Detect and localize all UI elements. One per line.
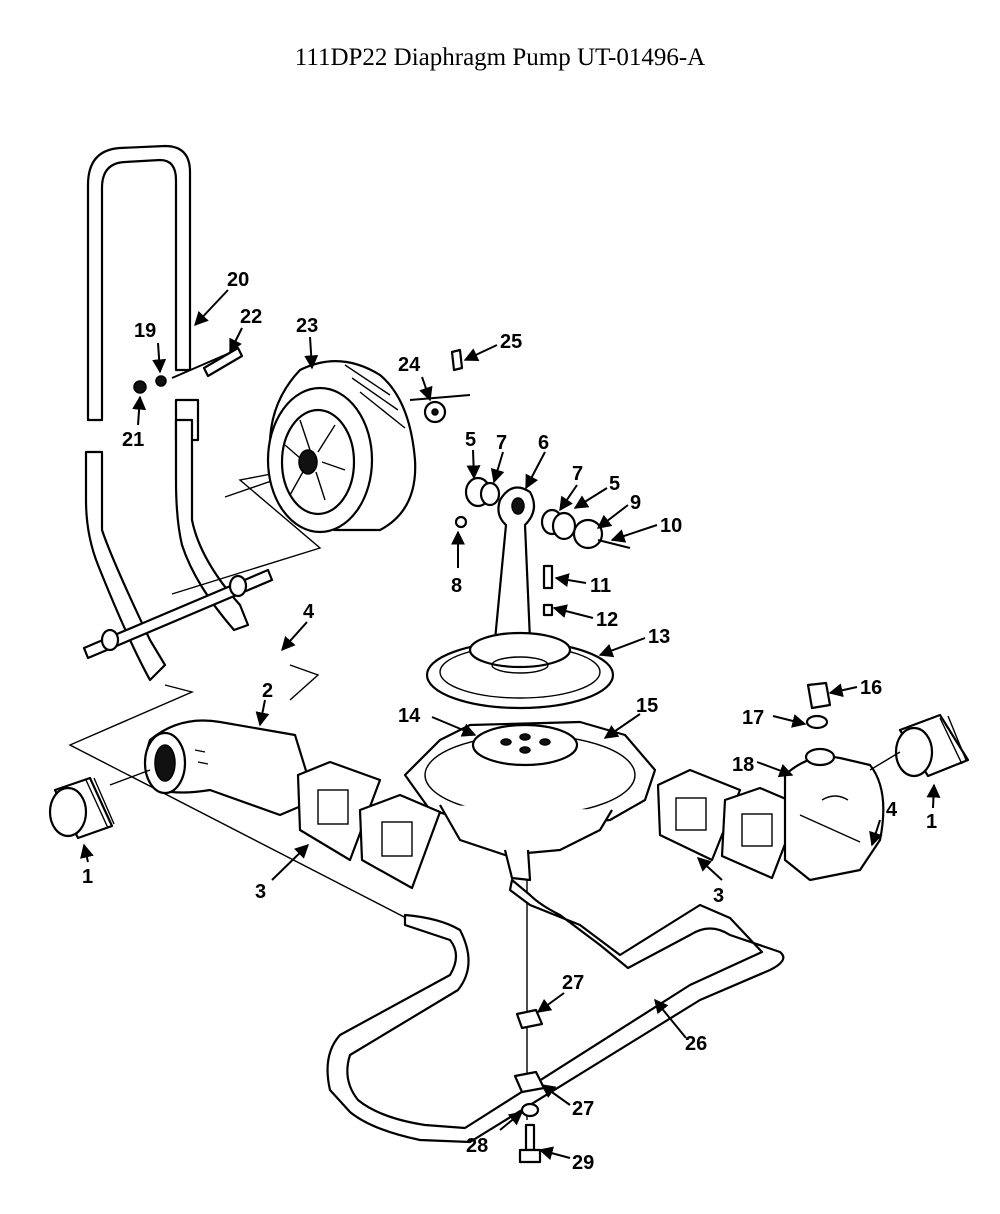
callout-21: 21 bbox=[122, 429, 144, 451]
callout-7: 7 bbox=[496, 432, 507, 454]
callout-15: 15 bbox=[636, 695, 658, 717]
diaphragm bbox=[425, 631, 615, 710]
base-frame bbox=[326, 878, 785, 1144]
callout-5: 5 bbox=[609, 473, 620, 495]
callout-14: 14 bbox=[398, 705, 421, 727]
left-flanges bbox=[296, 760, 442, 890]
right-flanges bbox=[656, 768, 802, 880]
callout-11: 11 bbox=[590, 575, 611, 597]
callout-4: 4 bbox=[886, 799, 898, 821]
callout-13: 13 bbox=[648, 626, 670, 648]
callout-leaders bbox=[80, 289, 941, 1161]
hardware-small bbox=[133, 346, 244, 394]
wheel bbox=[266, 348, 471, 534]
callout-8: 8 bbox=[451, 575, 462, 597]
callout-19: 19 bbox=[134, 320, 156, 342]
callout-18: 18 bbox=[732, 754, 754, 776]
callout-25: 25 bbox=[500, 331, 522, 353]
pump-body bbox=[403, 720, 657, 882]
callout-5: 5 bbox=[465, 429, 476, 451]
callout-28: 28 bbox=[466, 1135, 488, 1157]
callout-4: 4 bbox=[303, 601, 315, 623]
callout-6: 6 bbox=[538, 432, 549, 454]
callout-27: 27 bbox=[572, 1098, 594, 1120]
callout-23: 23 bbox=[296, 315, 318, 337]
callout-labels: 1 1 2 3 3 4 4 5 5 6 7 7 8 9 10 11 12 13 … bbox=[82, 269, 937, 1174]
callout-27: 27 bbox=[562, 972, 584, 994]
callout-7: 7 bbox=[572, 463, 583, 485]
callout-20: 20 bbox=[227, 269, 249, 291]
handle-assembly bbox=[84, 144, 250, 682]
callout-17: 17 bbox=[742, 707, 764, 729]
callout-29: 29 bbox=[572, 1152, 594, 1174]
callout-22: 22 bbox=[240, 306, 262, 328]
callout-2: 2 bbox=[262, 680, 273, 702]
callout-26: 26 bbox=[685, 1033, 707, 1055]
callout-10: 10 bbox=[660, 515, 682, 537]
callout-24: 24 bbox=[398, 354, 421, 376]
callout-12: 12 bbox=[596, 609, 618, 631]
mount-hardware bbox=[513, 1008, 546, 1164]
right-tee bbox=[783, 681, 885, 882]
callout-16: 16 bbox=[860, 677, 882, 699]
callout-1: 1 bbox=[82, 866, 93, 888]
callout-3: 3 bbox=[713, 885, 724, 907]
callout-9: 9 bbox=[630, 492, 641, 514]
page-title: 111DP22 Diaphragm Pump UT-01496-A bbox=[294, 44, 706, 71]
axle bbox=[82, 568, 274, 660]
left-elbow bbox=[143, 719, 317, 817]
callout-1: 1 bbox=[926, 811, 937, 833]
couplings bbox=[48, 713, 970, 840]
callout-3: 3 bbox=[255, 881, 266, 903]
